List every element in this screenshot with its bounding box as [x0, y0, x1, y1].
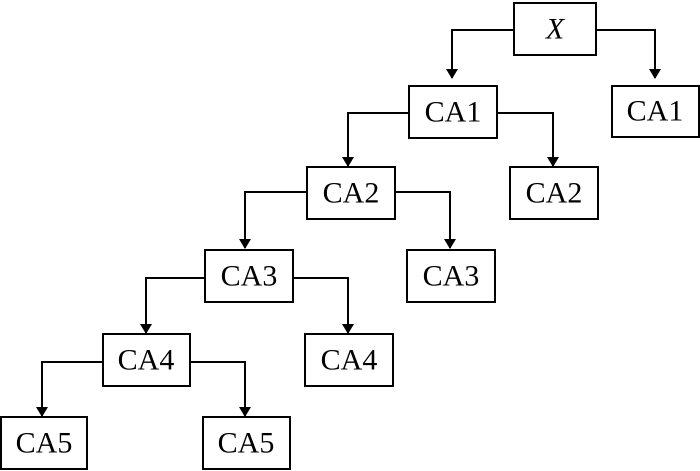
node-ca3-right: CA3 [406, 249, 496, 303]
node-ca2-left: CA2 [306, 166, 396, 220]
node-ca4-left: CA4 [102, 333, 191, 387]
node-ca1-right: CA1 [611, 85, 700, 138]
node-root: X [513, 2, 597, 56]
node-ca5-right-label: CA5 [218, 427, 275, 460]
node-ca1-left: CA1 [408, 85, 498, 139]
edge-ca2-to-ca3-right [395, 191, 456, 249]
edge-x-to-ca1-right [596, 29, 661, 79]
node-ca2-right-box [509, 166, 599, 220]
node-ca2-right-label: CA2 [526, 177, 583, 210]
node-ca4-right-box [304, 333, 394, 387]
node-ca3-right-label: CA3 [423, 260, 480, 293]
edge-ca4-to-ca5-right [190, 361, 251, 417]
edge-ca1-to-ca2-right [497, 112, 559, 167]
edge-ca3-to-ca4-right [293, 277, 354, 334]
node-ca1-right-label: CA1 [627, 95, 684, 128]
node-ca5-right-box [202, 416, 291, 470]
node-ca4-right-label: CA4 [321, 344, 378, 377]
node-ca2-left-label: CA2 [323, 177, 380, 210]
node-ca1-right-box [611, 85, 700, 138]
node-ca4-left-box [102, 333, 191, 387]
node-ca5-right: CA5 [202, 416, 291, 470]
node-root-box [513, 2, 597, 56]
node-ca2-left-box [306, 166, 396, 220]
edge-ca1-to-ca2-left [342, 112, 409, 167]
node-ca3-right-box [406, 249, 496, 303]
node-ca3-left-label: CA3 [221, 260, 278, 293]
edge-ca2-to-ca3-left [239, 191, 307, 249]
node-root-label: X [545, 13, 566, 46]
node-ca5-left: CA5 [0, 416, 88, 470]
node-ca1-left-box [408, 85, 498, 139]
edge-ca3-to-ca4-left [140, 277, 205, 334]
node-ca5-left-box [0, 416, 88, 470]
edge-x-to-ca1-left [446, 29, 514, 79]
edge-ca4-to-ca5-left [36, 361, 103, 417]
node-ca4-right: CA4 [304, 333, 394, 387]
tree-edges [36, 29, 661, 417]
node-ca3-left-box [204, 249, 294, 303]
node-ca4-left-label: CA4 [118, 344, 175, 377]
node-ca2-right: CA2 [509, 166, 599, 220]
node-ca3-left: CA3 [204, 249, 294, 303]
node-ca5-left-label: CA5 [16, 427, 73, 460]
node-ca1-left-label: CA1 [425, 96, 482, 129]
